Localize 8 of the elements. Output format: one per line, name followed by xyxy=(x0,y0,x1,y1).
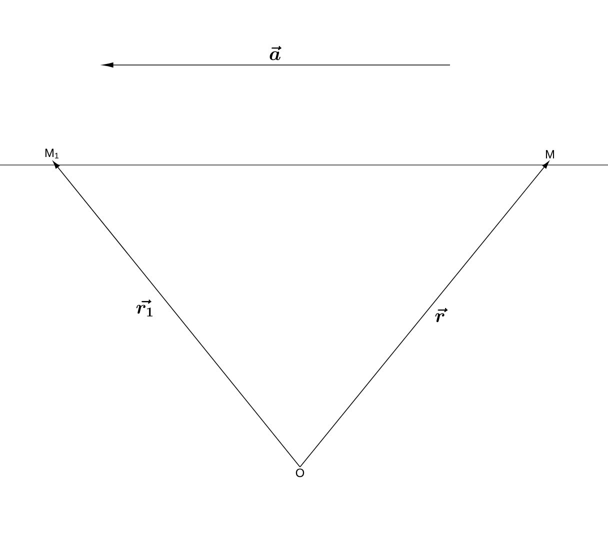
edge-label: $\vec{r_1}$ xyxy=(134,298,156,318)
point-label: M$_{1}$ xyxy=(45,148,58,158)
point-label: O xyxy=(296,468,304,478)
arrow xyxy=(300,161,550,468)
arrow xyxy=(52,161,300,468)
vector-label: $\vec{a}$ xyxy=(270,46,282,60)
edge-label: $\vec{r}$ xyxy=(433,306,448,324)
point-label: M xyxy=(546,150,554,158)
